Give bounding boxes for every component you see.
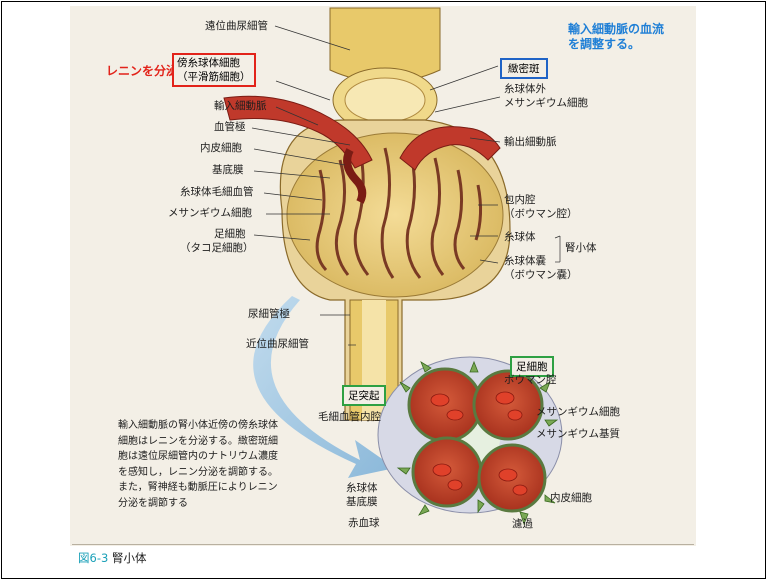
caption-divider: [72, 544, 694, 545]
description-text: 輸入細動脈の腎小体近傍の傍糸球体 細胞はレニンを分泌する。緻密斑細 胞は遠位尿細…: [118, 418, 368, 511]
label-podocyte: 足細胞: [214, 228, 246, 241]
label-bowman-space: 包内腔: [504, 194, 536, 207]
foot-process-box: 足突起: [342, 385, 386, 406]
glomerulus-shape: [287, 133, 503, 297]
label-efferent-arteriole: 輸出細動脈: [504, 136, 557, 149]
label-glomerular-capillary: 糸球体毛細血管: [180, 186, 254, 199]
label-afferent-arteriole: 輸入細動脈: [214, 100, 267, 113]
label-capsule-paren: （ボウマン嚢）: [504, 269, 578, 282]
description-line: 輸入細動脈の腎小体近傍の傍糸球体: [118, 418, 368, 434]
label-mesangial: メサンギウム細胞: [168, 207, 252, 220]
label-inset-bowman: ボウマン腔: [504, 374, 557, 387]
blood-flow-annotation-line2: を調整する。: [568, 37, 640, 52]
label-endothelial: 内皮細胞: [200, 142, 242, 155]
label-extraglomerular: 糸球体外: [504, 83, 546, 96]
label-podocyte-octopus: （タコ足細胞）: [180, 242, 254, 255]
description-line: 細胞はレニンを分泌する。緻密斑細: [118, 434, 368, 450]
label-glomerulus: 糸球体: [504, 231, 536, 244]
label-inset-mesangial-cell: メサンギウム細胞: [536, 406, 620, 419]
figure-caption: 図6-3 腎小体: [78, 550, 146, 566]
macula-densa-box: 緻密斑: [500, 58, 548, 79]
blood-flow-annotation-line1: 輸入細動脈の血流: [568, 22, 664, 37]
label-distal-tubule: 遠位曲尿細管: [205, 20, 268, 33]
description-line: を感知し，レニン分泌を調節する。: [118, 465, 368, 481]
label-bowman-space-paren: （ボウマン腔）: [504, 208, 578, 221]
jg-cell-box: 傍糸球体細胞 （平滑筋細胞）: [172, 53, 256, 87]
label-jg-cell: 傍糸球体細胞: [177, 56, 251, 70]
label-jg-cell-smooth-muscle: （平滑筋細胞）: [177, 70, 251, 84]
label-proximal-tubule: 近位曲尿細管: [246, 338, 309, 351]
label-inset-endothelial: 内皮細胞: [550, 492, 592, 505]
label-renal-corpuscle: 腎小体: [565, 242, 597, 255]
label-capsule: 糸球体嚢: [504, 255, 546, 268]
label-basement-membrane: 基底膜: [212, 164, 244, 177]
label-rbc: 赤血球: [348, 517, 380, 530]
label-filtration: 濾過: [512, 518, 533, 531]
label-vascular-pole: 血管極: [214, 121, 246, 134]
description-line: また，腎神経も動脈圧によりレニン: [118, 480, 368, 496]
label-urinary-pole: 尿細管極: [248, 308, 290, 321]
label-extraglomerular-mesangial: メサンギウム細胞: [504, 97, 588, 110]
figure-number: 図6-3: [78, 551, 108, 565]
description-line: 分泌を調節する: [118, 496, 368, 512]
description-line: 胞は遠位尿細管内のナトリウム濃度: [118, 449, 368, 465]
figure-title: 腎小体: [112, 551, 147, 565]
label-mesangial-matrix: メサンギウム基質: [536, 428, 620, 441]
